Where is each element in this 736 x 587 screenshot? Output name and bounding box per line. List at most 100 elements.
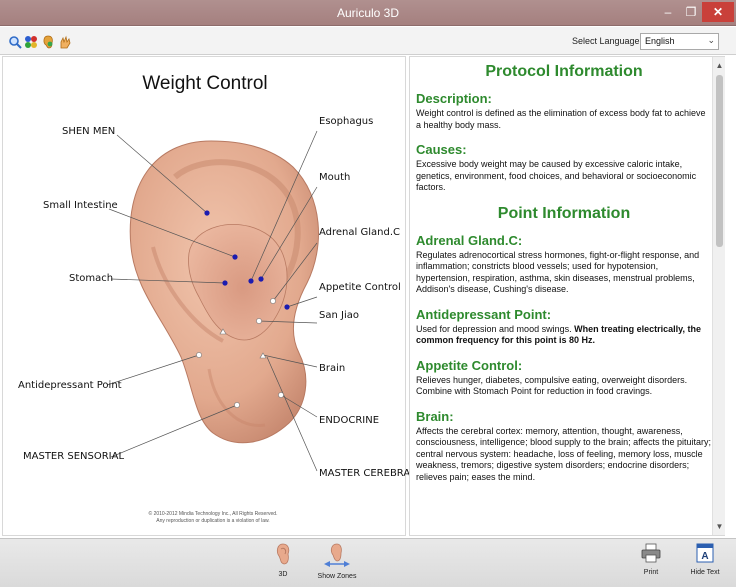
appetite-text: Relieves hunger, diabetes, compulsive ea… bbox=[416, 374, 688, 397]
point-esophagus bbox=[248, 278, 254, 284]
leader-shen-men bbox=[116, 134, 208, 214]
point-san-jiao bbox=[256, 318, 262, 324]
point-appetite-control bbox=[284, 304, 290, 310]
label-appetite-control: Appetite Control bbox=[319, 282, 401, 293]
scroll-down-icon[interactable]: ▼ bbox=[715, 522, 724, 531]
maximize-button[interactable]: ❐ bbox=[685, 5, 697, 19]
hide-text-button[interactable]: A Hide Text bbox=[688, 543, 722, 576]
3d-button[interactable]: 3D bbox=[272, 543, 294, 578]
window-titlebar: Auriculo 3D – ❐ ✕ bbox=[0, 0, 736, 26]
antidepressant-text-plain: Used for depression and mood swings. bbox=[416, 323, 572, 334]
diagram-title: Weight Control bbox=[142, 73, 268, 94]
point-adrenal-gland bbox=[270, 298, 276, 304]
ear-lobe-shape bbox=[207, 368, 266, 427]
antidepressant-text-bold: When treating electrically, the common f… bbox=[416, 323, 701, 346]
ear-diagram-panel: Weight Control bbox=[2, 56, 416, 536]
point-brain bbox=[259, 352, 267, 359]
causes-heading: Causes: bbox=[416, 142, 467, 157]
copyright-line-2: Any reproduction or duplication is a vio… bbox=[156, 518, 270, 524]
label-adrenal-gland: Adrenal Gland.C bbox=[319, 227, 400, 238]
leader-antidepressant bbox=[106, 354, 200, 386]
point-endocrine bbox=[278, 392, 284, 398]
print-label: Print bbox=[643, 569, 659, 576]
language-select[interactable]: English ⌄ bbox=[640, 33, 719, 50]
label-shen-men: SHEN MEN bbox=[62, 126, 116, 137]
leader-master-sensorial bbox=[110, 404, 238, 458]
ear-3d-icon bbox=[276, 543, 290, 565]
brain-text: Affects the cerebral cortex: memory, att… bbox=[416, 425, 712, 482]
leader-small-intestine bbox=[108, 208, 236, 258]
scroll-up-icon[interactable]: ▲ bbox=[715, 61, 724, 70]
causes-text: Excessive body weight may be caused by e… bbox=[416, 159, 697, 192]
hand-icon[interactable] bbox=[58, 35, 72, 49]
ear-illustration bbox=[106, 130, 320, 472]
point-mouth bbox=[258, 276, 264, 282]
window-title: Auriculo 3D bbox=[336, 6, 400, 20]
acupoints bbox=[196, 210, 290, 408]
leader-mouth bbox=[260, 186, 318, 280]
ear-zones-icon bbox=[324, 543, 350, 567]
label-master-cerebral: MASTER CEREBRAL bbox=[319, 468, 416, 479]
text-document-icon: A bbox=[696, 543, 714, 563]
description-text: Weight control is defined as the elimina… bbox=[416, 108, 706, 130]
label-mouth: Mouth bbox=[319, 172, 351, 183]
copyright-notice: © 2010-2012 Mindia Technology Inc., All … bbox=[103, 511, 323, 525]
ear-helix-fold bbox=[173, 159, 301, 281]
leader-appetite bbox=[286, 296, 318, 308]
info-scrollbar[interactable]: ▲ ▼ bbox=[712, 57, 725, 535]
leader-esophagus bbox=[250, 130, 318, 282]
appetite-heading: Appetite Control: bbox=[416, 357, 523, 373]
label-brain: Brain bbox=[319, 363, 346, 374]
point-info-heading: Point Information bbox=[497, 204, 631, 222]
color-dots-icon[interactable] bbox=[24, 35, 38, 49]
leader-endocrine bbox=[280, 394, 318, 418]
bottom-toolbar: 3D Show Zones Print A Hide Text bbox=[0, 538, 736, 587]
ear-color-icon[interactable] bbox=[41, 35, 55, 49]
leader-stomach bbox=[110, 278, 226, 284]
point-stomach bbox=[222, 280, 228, 286]
minimize-button[interactable]: – bbox=[664, 5, 672, 19]
antidepressant-heading: Antidepressant Point: bbox=[416, 306, 552, 322]
adrenal-text: Regulates adrenocortical stress hormones… bbox=[416, 249, 700, 295]
point-small-intestine bbox=[232, 254, 238, 260]
ear-antihelix-fold bbox=[151, 246, 224, 343]
point-shen-men bbox=[204, 210, 210, 216]
info-content: Protocol Information Description: Weight… bbox=[416, 63, 712, 494]
label-esophagus: Esophagus bbox=[319, 116, 374, 127]
leader-san-jiao bbox=[258, 320, 318, 324]
label-stomach: Stomach bbox=[69, 273, 114, 284]
print-button[interactable]: Print bbox=[638, 543, 664, 576]
ear-concha-shape bbox=[188, 224, 288, 341]
antidepressant-text: Used for depression and mood swings. Whe… bbox=[416, 324, 712, 347]
adrenal-heading: Adrenal Gland.C: bbox=[416, 232, 523, 248]
copyright-line-1: © 2010-2012 Mindia Technology Inc., All … bbox=[148, 511, 278, 517]
language-label: Select Language: bbox=[572, 36, 643, 46]
label-san-jiao: San Jiao bbox=[319, 310, 359, 321]
description-heading: Description: bbox=[416, 91, 492, 106]
show-zones-button[interactable]: Show Zones bbox=[316, 543, 358, 580]
brain-heading: Brain: bbox=[416, 408, 454, 424]
toolbar: Select Language: English ⌄ bbox=[0, 27, 736, 55]
hide-text-label: Hide Text bbox=[690, 569, 720, 576]
printer-icon bbox=[641, 543, 661, 563]
label-antidepressant-point: Antidepressant Point bbox=[18, 380, 122, 391]
protocol-heading: Protocol Information bbox=[485, 63, 643, 80]
language-value: English bbox=[645, 36, 675, 46]
label-small-intestine: Small Intestine bbox=[43, 200, 118, 211]
label-endocrine: ENDOCRINE bbox=[319, 415, 380, 426]
chevron-down-icon: ⌄ bbox=[707, 35, 715, 45]
leader-lines bbox=[106, 130, 318, 472]
leader-master-cerebral bbox=[266, 356, 318, 472]
show-zones-label: Show Zones bbox=[317, 573, 357, 580]
point-master-sensorial bbox=[234, 402, 240, 408]
info-panel[interactable]: Protocol Information Description: Weight… bbox=[409, 56, 725, 536]
point-antidepressant bbox=[196, 352, 202, 358]
label-master-sensorial: MASTER SENSORIAL bbox=[23, 451, 125, 462]
leader-brain bbox=[262, 354, 318, 368]
magnifier-icon[interactable] bbox=[8, 35, 22, 49]
svg-text:A: A bbox=[701, 551, 708, 562]
leader-adrenal bbox=[272, 242, 318, 302]
close-button[interactable]: ✕ bbox=[702, 2, 734, 22]
point-triangle-1 bbox=[219, 328, 227, 335]
scroll-thumb[interactable] bbox=[716, 75, 723, 247]
